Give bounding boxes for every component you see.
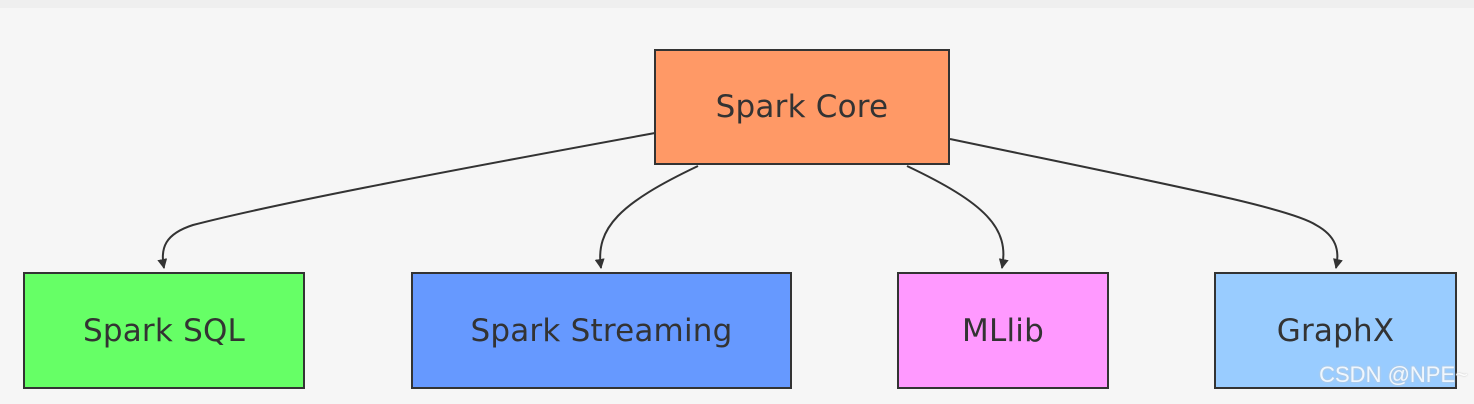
edge-core-to-streaming <box>594 165 699 269</box>
edge-core-to-mllib <box>906 165 1009 269</box>
watermark-text: CSDN @NPE~ <box>1319 362 1468 387</box>
node-mllib: MLlib <box>897 272 1109 389</box>
node-mllib-label: MLlib <box>962 312 1044 349</box>
node-spark-core: Spark Core <box>654 49 950 165</box>
top-bar <box>0 0 1474 8</box>
node-spark-streaming: Spark Streaming <box>411 272 792 389</box>
node-graphx-label: GraphX <box>1276 312 1395 349</box>
node-spark-sql: Spark SQL <box>23 272 305 389</box>
edge-core-to-graphx <box>949 138 1343 269</box>
node-spark-streaming-label: Spark Streaming <box>470 312 733 349</box>
node-spark-core-label: Spark Core <box>715 89 889 125</box>
node-graphx: GraphX <box>1214 272 1457 389</box>
edge-core-to-sql <box>157 132 656 269</box>
node-spark-sql-label: Spark SQL <box>82 312 246 349</box>
